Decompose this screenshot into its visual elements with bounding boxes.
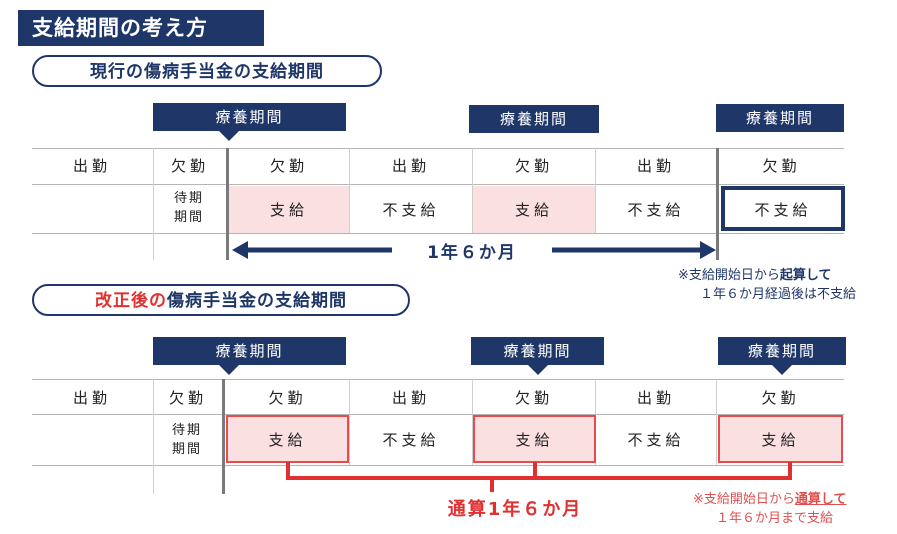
grid-line (32, 148, 844, 149)
pay-cell: 不支給 (754, 201, 812, 219)
grid-line (32, 379, 844, 380)
grid-line (349, 148, 350, 233)
heading-red-part: 改正後の (95, 291, 167, 311)
pay-cell: 不支給 (627, 431, 685, 449)
waiting-period-label: 待期期間 (173, 191, 204, 225)
grid-divider (222, 379, 225, 494)
pay-cell-bg (229, 186, 349, 233)
pay-cell: 支給 (514, 201, 553, 219)
period-label: 療養期間 (716, 104, 844, 132)
span-label: 1年６か月 (427, 243, 517, 263)
grid-line (153, 379, 154, 494)
pay-cell: 支給 (268, 431, 307, 449)
pay-cell-highlight (721, 186, 845, 231)
sum-span-label: 通算1年６か月 (447, 499, 583, 520)
current-heading: 現行の傷病手当金の支給期間 (32, 55, 382, 87)
work-cell: 出勤 (391, 389, 430, 407)
note-emphasis: 起算して (779, 268, 832, 283)
grid-divider (716, 148, 719, 260)
pay-cell: 支給 (515, 431, 554, 449)
work-cell: 欠勤 (762, 157, 801, 175)
period-label: 療養期間 (153, 103, 346, 131)
grid-line (32, 184, 844, 185)
pay-cell: 支給 (761, 431, 800, 449)
work-cell: 欠勤 (514, 157, 553, 175)
grid-line (716, 379, 717, 465)
grid-divider (226, 148, 229, 260)
period-label: 療養期間 (718, 337, 846, 365)
work-cell: 欠勤 (269, 157, 308, 175)
grid-line (472, 379, 473, 465)
period-pointer (219, 131, 239, 141)
sum-bracket (286, 462, 792, 492)
work-cell: 出勤 (391, 157, 430, 175)
pay-cell: 不支給 (382, 431, 440, 449)
work-cell: 出勤 (636, 157, 675, 175)
work-cell: 出勤 (72, 389, 111, 407)
period-pointer (219, 365, 239, 375)
main-title: 支給期間の考え方 (18, 10, 264, 46)
period-pointer (772, 365, 792, 375)
grid-line (32, 465, 844, 466)
work-cell: 出勤 (636, 389, 675, 407)
note-emphasis: 通算して (794, 492, 847, 507)
grid-line (472, 148, 473, 233)
revised-heading: 改正後の傷病手当金の支給期間 (32, 284, 410, 316)
pay-cell-bg (718, 415, 843, 463)
pay-cell: 支給 (269, 201, 308, 219)
revised-note-line2: １年６か月まで支給 (716, 511, 834, 526)
pay-cell: 不支給 (382, 201, 440, 219)
period-label: 療養期間 (469, 105, 599, 133)
grid-line (595, 148, 596, 233)
work-cell: 欠勤 (514, 389, 553, 407)
note-text: ※支給開始日から (693, 492, 795, 507)
grid-line (349, 379, 350, 465)
pay-cell-bg (473, 415, 596, 463)
revised-note-line1: ※支給開始日から通算して (693, 490, 847, 509)
pay-cell: 不支給 (627, 201, 685, 219)
span-arrow (232, 241, 716, 259)
work-cell: 欠勤 (268, 389, 307, 407)
pay-cell-bg (473, 186, 595, 233)
current-note-line1: ※支給開始日から起算して (678, 266, 832, 285)
work-cell: 出勤 (72, 157, 111, 175)
note-text: ※支給開始日から (678, 268, 780, 283)
work-cell: 欠勤 (170, 157, 209, 175)
grid-line (32, 414, 844, 415)
grid-line (32, 233, 844, 234)
heading-rest: 傷病手当金の支給期間 (167, 291, 347, 311)
work-cell: 欠勤 (168, 389, 207, 407)
period-label: 療養期間 (471, 337, 604, 365)
period-label: 療養期間 (153, 337, 346, 365)
waiting-period-label: 待期期間 (171, 423, 202, 457)
current-note-line2: １年６か月経過後は不支給 (700, 287, 857, 302)
work-cell: 欠勤 (761, 389, 800, 407)
period-pointer (528, 365, 548, 375)
grid-line (153, 148, 154, 260)
